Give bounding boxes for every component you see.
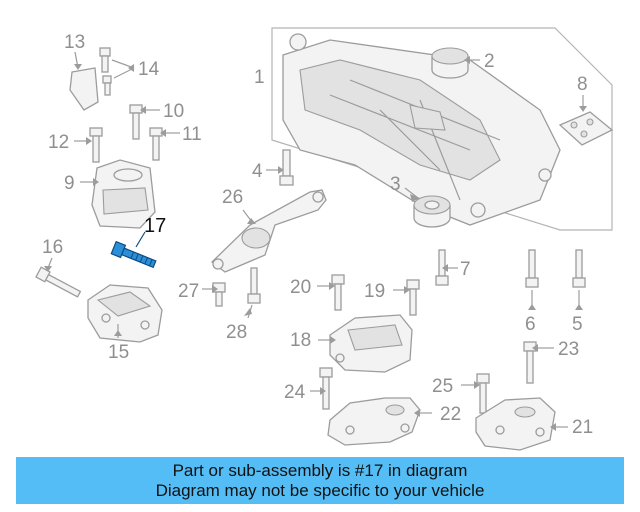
mount-part-22[interactable]	[327, 397, 432, 446]
callout-27: 27	[178, 281, 199, 302]
callout-28: 28	[226, 322, 247, 343]
callout-16: 16	[42, 237, 63, 258]
callout-21: 21	[572, 417, 593, 438]
bolt-part-27[interactable]	[202, 282, 226, 307]
callout-1: 1	[254, 67, 265, 88]
banner-line-2: Diagram may not be specific to your vehi…	[155, 481, 485, 500]
bolt-part-25[interactable]	[461, 373, 490, 414]
bolt-part-14[interactable]	[99, 47, 135, 96]
bolt-part-20[interactable]	[317, 274, 345, 311]
mount-part-15[interactable]	[87, 284, 163, 343]
callout-labels: 1 2 3 4 5 6 7 8 9 10 11 12 13 14 15 16 1…	[42, 32, 593, 438]
subframe-part-1[interactable]	[271, 27, 613, 231]
bracket-part-8[interactable]	[558, 95, 614, 146]
mount-part-3[interactable]	[404, 187, 451, 228]
callout-11: 11	[182, 124, 202, 145]
callout-4: 4	[252, 161, 263, 182]
callout-25: 25	[432, 376, 453, 397]
callout-20: 20	[290, 277, 311, 298]
callout-9: 9	[64, 173, 75, 194]
mount-part-18[interactable]	[318, 314, 413, 373]
mount-part-9[interactable]	[80, 159, 156, 229]
leader-arrows	[44, 56, 587, 431]
callout-14: 14	[138, 59, 160, 80]
parts-diagram: 1 2 3 4 5 6 7 8 9 10 11 12 13 14 15 16 1…	[35, 27, 614, 451]
callout-7: 7	[460, 259, 471, 280]
callout-2: 2	[484, 51, 495, 72]
bracket-part-13[interactable]	[69, 51, 99, 111]
bolt-part-17[interactable]	[110, 231, 157, 270]
callout-18: 18	[290, 330, 311, 351]
bolt-part-7[interactable]	[435, 249, 458, 286]
callout-19: 19	[364, 281, 385, 302]
callout-26: 26	[222, 187, 243, 208]
bolt-part-16[interactable]	[35, 257, 82, 299]
callout-5: 5	[572, 314, 583, 335]
callout-22: 22	[440, 404, 461, 425]
bolt-part-19[interactable]	[393, 279, 420, 316]
mount-part-21[interactable]	[475, 397, 568, 451]
bolt-part-5[interactable]	[572, 249, 586, 310]
callout-13: 13	[64, 32, 85, 53]
bolt-part-12[interactable]	[74, 127, 103, 163]
callout-23: 23	[558, 339, 579, 360]
callout-24: 24	[284, 382, 306, 403]
callout-3: 3	[390, 174, 401, 195]
torque-arm-part-26[interactable]	[211, 189, 327, 273]
bolt-part-10[interactable]	[129, 104, 160, 140]
callout-17: 17	[144, 215, 166, 237]
banner-line-1: Part or sub-assembly is #17 in diagram	[172, 461, 468, 480]
bolt-part-4[interactable]	[266, 149, 294, 186]
mount-part-2[interactable]	[431, 47, 480, 79]
info-banner: Part or sub-assembly is #17 in diagram D…	[16, 457, 624, 504]
callout-15: 15	[108, 342, 129, 363]
callout-8: 8	[577, 74, 588, 95]
bolt-part-23[interactable]	[523, 341, 554, 384]
bolt-part-6[interactable]	[525, 249, 539, 310]
callout-10: 10	[163, 101, 184, 122]
callout-6: 6	[525, 314, 536, 335]
callout-12: 12	[48, 132, 69, 153]
